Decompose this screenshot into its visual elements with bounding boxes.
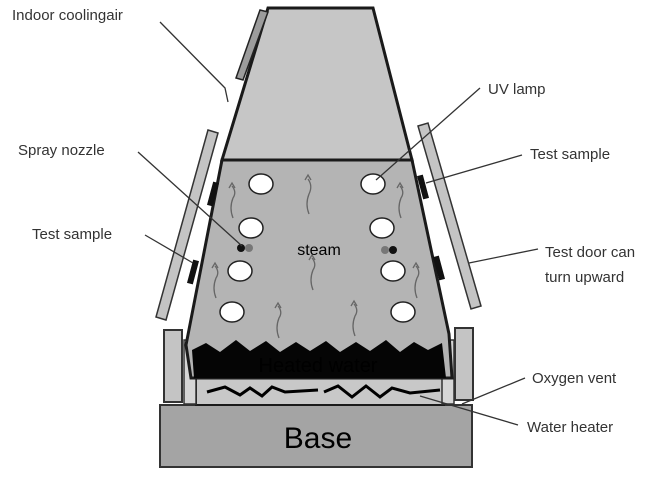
top-hood xyxy=(219,6,414,162)
steam-arrow xyxy=(306,178,312,215)
spray-nozzle-left-grey xyxy=(245,244,253,252)
steam-arrow xyxy=(228,181,236,189)
heated-water-label: Heated water xyxy=(259,355,378,377)
label-test-door-line2: turn upward xyxy=(545,269,624,286)
leader-spray-nozzle xyxy=(137,151,243,247)
label-indoor-cooling-air: Indoor coolingair xyxy=(12,7,123,24)
steam-arrow xyxy=(396,181,404,189)
leader-test-door xyxy=(468,248,539,264)
right-sample-clip-top xyxy=(416,174,430,200)
uv-lamp-left-2 xyxy=(238,217,264,239)
steam-arrow xyxy=(310,257,316,291)
leader-indoor-cooling-air xyxy=(159,21,229,103)
left-test-panel xyxy=(155,129,219,321)
label-uv-lamp: UV lamp xyxy=(488,81,546,98)
right-sample-clip-bottom xyxy=(432,255,446,281)
steam-arrow xyxy=(414,265,420,299)
steam-arrow xyxy=(398,185,404,219)
leader-lines xyxy=(137,21,539,426)
steam-arrow xyxy=(230,185,236,219)
right-test-door xyxy=(417,122,482,310)
spray-nozzle-right-grey xyxy=(381,246,389,254)
right-post-outer xyxy=(454,327,474,401)
uv-lamp-left-1 xyxy=(248,173,274,195)
heated-water xyxy=(192,340,446,378)
steam-label: steam xyxy=(297,242,341,259)
uv-lamp-right-2 xyxy=(369,217,395,239)
leader-test-sample-right xyxy=(425,154,523,184)
left-sample-clip-top xyxy=(206,181,220,207)
label-spray-nozzle: Spray nozzle xyxy=(18,142,105,159)
spray-nozzle-left-dark xyxy=(237,244,245,252)
steam-arrow xyxy=(308,253,316,261)
left-post-outer xyxy=(163,329,183,403)
steam-arrow xyxy=(350,299,358,307)
spray-nozzle-right-dark xyxy=(389,246,397,254)
leader-uv-lamp xyxy=(375,87,481,181)
leader-oxygen-vent xyxy=(461,377,526,405)
uv-lamp-left-3 xyxy=(227,260,253,282)
leader-water-heater xyxy=(419,395,519,426)
steam-arrow xyxy=(412,261,420,269)
steam-arrow xyxy=(276,305,282,339)
label-test-sample-right: Test sample xyxy=(530,146,610,163)
base-label: Base xyxy=(284,422,352,455)
steam-arrow xyxy=(274,301,282,309)
label-test-door-line1: Test door can xyxy=(545,244,635,261)
steam-arrow xyxy=(213,265,219,299)
steam-arrows xyxy=(211,173,420,339)
left-sample-clip-bottom xyxy=(186,259,200,285)
heater-coil-left xyxy=(206,385,319,398)
base-block xyxy=(159,404,473,468)
label-test-sample-left: Test sample xyxy=(32,226,112,243)
label-water-heater: Water heater xyxy=(527,419,613,436)
steam-arrow xyxy=(304,173,312,181)
uv-lamp-left-4 xyxy=(219,301,245,323)
label-oxygen-vent: Oxygen vent xyxy=(532,370,617,387)
leader-test-sample-left xyxy=(144,234,194,264)
uv-lamp-right-1 xyxy=(360,173,386,195)
heater-coil-right xyxy=(323,384,441,399)
uv-lamp-right-4 xyxy=(390,301,416,323)
steam-arrow xyxy=(211,261,219,269)
uv-lamp-right-3 xyxy=(380,260,406,282)
steam-arrow xyxy=(352,303,358,337)
cooling-air-panel xyxy=(235,9,269,81)
